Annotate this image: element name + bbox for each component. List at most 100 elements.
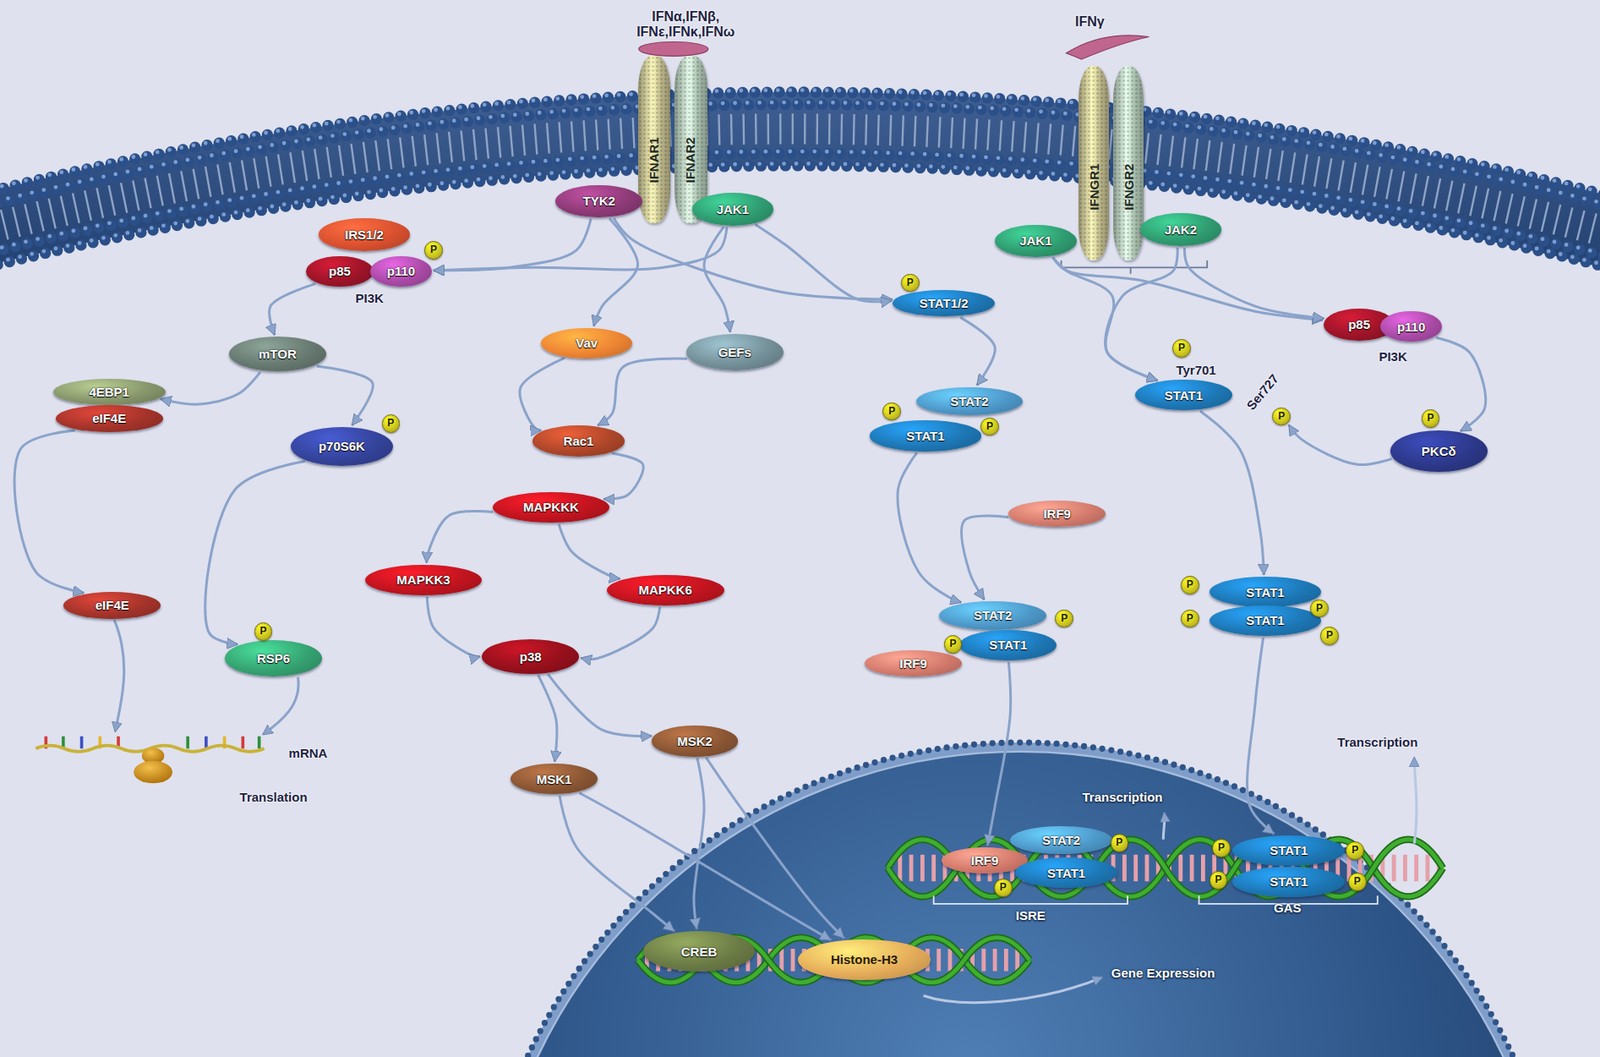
node-text: MAPKK6: [638, 582, 692, 597]
phospho-badge: P: [1180, 575, 1200, 595]
irf-protein: IRF9: [864, 649, 962, 677]
signal-arrow: [897, 452, 962, 602]
nucleotide: [204, 736, 208, 749]
dna-backbone: [887, 839, 1443, 897]
annotation-label: Gene Expression: [1111, 965, 1216, 980]
node-text: p85: [328, 263, 351, 279]
node-text: eIF4E: [92, 410, 126, 426]
signal-arrow: [559, 795, 675, 931]
nucleotide: [80, 736, 84, 749]
nucleotide: [185, 736, 190, 749]
annotation-label: PI3K: [1378, 349, 1407, 364]
signal-arrow: [693, 758, 705, 929]
node-text: P: [999, 881, 1007, 894]
signal-arrow: [580, 606, 661, 660]
bracket: [933, 895, 1128, 904]
pi3k-subunit: p85: [305, 256, 374, 287]
node-text: P: [1316, 602, 1323, 615]
annotation-label: mRNA: [289, 745, 328, 760]
pi3k-subunit: p110: [370, 256, 432, 287]
node-text: P: [430, 244, 437, 257]
signal-arrow: [547, 673, 652, 736]
annotation-label: GAS: [1273, 900, 1302, 915]
node-text: IFNGR1: [1086, 163, 1102, 210]
node-text: IFNα,IFNβ, IFNε,IFNκ,IFNω: [617, 9, 754, 41]
phospho-badge: P: [1054, 609, 1074, 628]
node-text: P: [1214, 873, 1222, 886]
node-text: P: [1326, 629, 1333, 642]
node-text: p110: [387, 263, 416, 279]
node-text: RSP6: [256, 650, 290, 666]
exchange-factor: Vav: [540, 327, 634, 359]
signal-arrow: [597, 358, 688, 426]
node-text: STAT1: [988, 637, 1027, 652]
node-text: TYK2: [582, 193, 615, 208]
node-text: P: [1217, 841, 1225, 854]
node-text: STAT1: [1164, 387, 1203, 403]
nucleotide: [241, 736, 246, 749]
node-text: Vav: [575, 335, 598, 350]
node-text: p110: [1397, 319, 1426, 334]
node-text: P: [1277, 410, 1285, 423]
node-text: P: [1178, 342, 1185, 355]
annotation-label: Tyr701: [1175, 362, 1216, 377]
ligand-label: IFNγ: [1020, 10, 1159, 34]
node-text: JAK1: [716, 202, 749, 217]
signal-arrow: [205, 460, 306, 645]
phospho-badge: P: [882, 402, 902, 421]
pi3k-subunit: p110: [1380, 311, 1442, 342]
kinase: MAPKK3: [365, 564, 483, 596]
phospho-badge: P: [1180, 609, 1200, 628]
node-text: P: [259, 625, 267, 638]
annotation-label: Ser727: [1243, 371, 1282, 413]
phospho-badge: P: [1272, 407, 1291, 426]
node-text: STAT1: [1047, 865, 1086, 880]
kinase: MSK2: [651, 725, 739, 756]
signal-arrow: [960, 316, 995, 385]
leader-arrow: [262, 677, 299, 735]
stat-protein: STAT1/2: [892, 289, 995, 317]
stat-protein: STAT2: [1010, 825, 1113, 855]
node-text: IFNGR2: [1121, 163, 1136, 210]
leader-arrow: [1163, 812, 1165, 839]
signal-arrow: [433, 218, 591, 271]
gtpase: Rac1: [532, 425, 625, 456]
stat-protein: STAT1: [959, 629, 1057, 661]
kinase: MAPKK6: [606, 574, 725, 606]
kinase: MSK1: [510, 763, 598, 794]
stat-protein: STAT2: [916, 387, 1024, 416]
node-text: STAT2: [1042, 832, 1081, 847]
node-text: P: [986, 420, 994, 433]
stat-protein: STAT1: [1232, 866, 1345, 897]
signal-arrow: [519, 357, 565, 431]
node-text: p38: [519, 649, 542, 664]
kinase: JAK1: [994, 224, 1077, 258]
node-text: CREB: [681, 944, 718, 959]
nuclear-envelope: [476, 742, 1565, 1057]
node-text: PKCδ: [1421, 443, 1457, 459]
signal-arrow: [704, 226, 731, 333]
membrane-band: [0, 92, 1600, 273]
phospho-badge: P: [1110, 833, 1130, 852]
signal-arrow: [755, 224, 893, 302]
node-text: p85: [1348, 316, 1371, 332]
annotation-label: ISRE: [1015, 907, 1046, 923]
signal-arrow: [1288, 424, 1393, 465]
node-text: Rac1: [563, 433, 595, 448]
stat-protein: STAT1: [1232, 835, 1345, 866]
signal-arrow: [269, 283, 316, 336]
node-text: STAT1: [1269, 842, 1308, 858]
phospho-badge: P: [1320, 626, 1339, 645]
cell-membrane: [0, 90, 1600, 274]
dna-backbone: [887, 839, 1443, 897]
kinase: JAK1: [692, 192, 775, 226]
receptor-chain: IFNGR1: [1078, 65, 1109, 260]
signal-arrow: [316, 365, 373, 426]
phospho-badge: P: [1209, 870, 1229, 890]
signal-arrow: [558, 524, 621, 579]
signal-arrow: [538, 675, 557, 762]
node-text: IRF9: [1043, 506, 1071, 521]
signal-arrow: [1436, 337, 1486, 432]
node-text: STAT2: [973, 607, 1012, 623]
node-text: STAT1/2: [919, 295, 969, 311]
